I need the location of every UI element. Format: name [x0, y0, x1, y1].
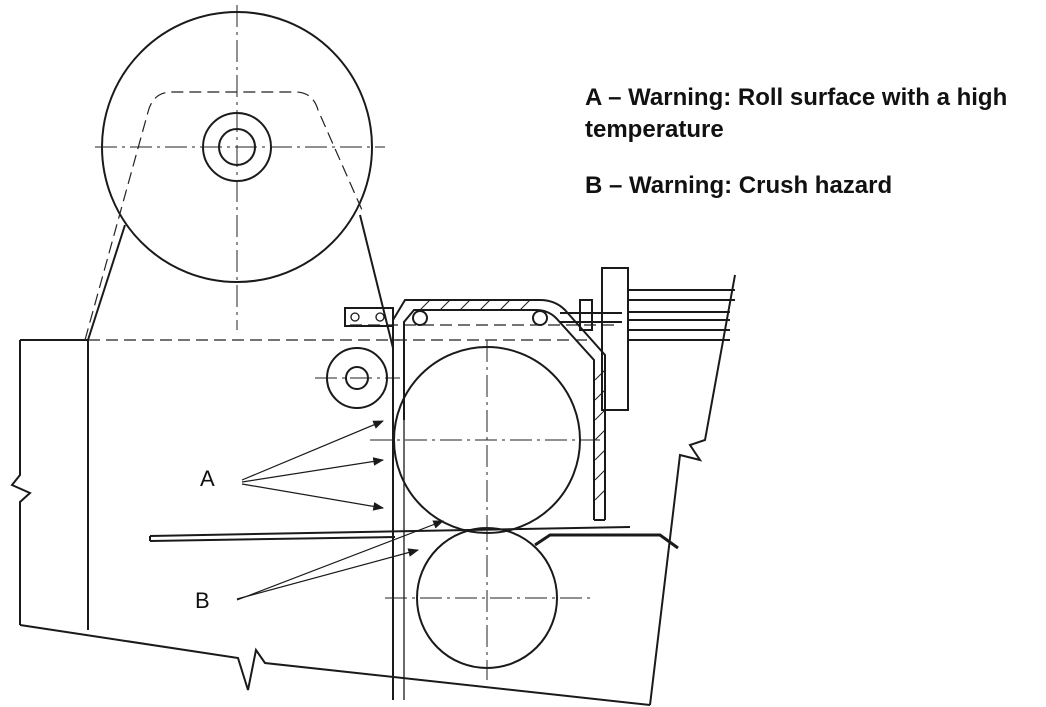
callout-arrows-a: [241, 420, 385, 511]
supply-roll: [84, 5, 394, 349]
machine-frame: [10, 274, 736, 706]
callout-arrows-b: [236, 520, 445, 601]
warning-legend: A – Warning: Roll surface with a high te…: [585, 82, 1035, 226]
web-material: [149, 526, 679, 550]
legend-item-a: A – Warning: Roll surface with a high te…: [585, 84, 1008, 143]
guide-roller: [315, 347, 400, 409]
legend-item-b: B – Warning: Crush hazard: [585, 172, 893, 199]
top-guard: [344, 267, 735, 521]
lower-roll: [385, 520, 595, 680]
callout-label-a: A: [200, 466, 215, 491]
callout-label-b: B: [195, 588, 210, 613]
